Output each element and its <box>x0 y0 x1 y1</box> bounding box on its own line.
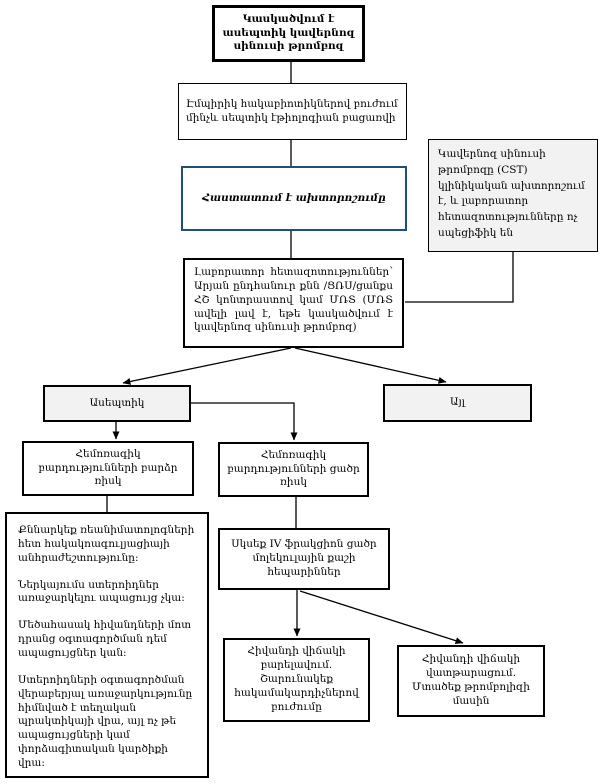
connector-note-to-lab <box>405 252 514 303</box>
patient-improvement-box: Հիվանդի վիճակի բարելավում. Շարունակեք հա… <box>223 638 370 722</box>
guidance-paragraph-2: Ներկայումս ստերոիդներ առաջարկելու ապացու… <box>18 578 185 605</box>
suspected-cst-box: Կասկածվում է ասեպտիկ կավերնոզ սինուսի թր… <box>212 5 365 62</box>
patient-improvement-text: Հիվանդի վիճակի բարելավում. Շարունակեք հա… <box>234 645 359 713</box>
guidance-paragraph-3: Մեծահասակ հիվանդների մոտ դրանց օգտագործմ… <box>18 619 191 660</box>
patient-deterioration-text: Հիվանդի վիճակի վատթարացում. Մտածեք թրոմբ… <box>412 653 530 707</box>
confirm-diagnosis-text: Հաստատում է ախտորոշումը <box>202 191 386 204</box>
start-heparin-text: Սկսեք IV ֆրակցիոն ցածր մոլեկուլային քաշի… <box>231 538 377 578</box>
connector-aseptic-to-lowrisk <box>191 402 298 441</box>
lab-tests-text: Լաբորատոր հետազոտություններ՝ Արյան ընդհա… <box>194 266 393 334</box>
empiric-antibiotics-text: Էմպիրիկ հակաբիոտիկներով բուժում մինչև սե… <box>186 97 398 124</box>
connector-lab-to-aseptic <box>122 347 292 385</box>
high-hemorrhage-risk-box: Հեմոռագիկ բարդությունների բարձր ռիսկ <box>22 441 194 496</box>
branch-other-label: Այլ <box>450 396 465 409</box>
connector-heparin-to-deterioration <box>299 590 464 645</box>
high-hemorrhage-risk-text: Հեմոռագիկ բարդությունների բարձր ռիսկ <box>38 447 178 488</box>
confirm-diagnosis-box: Հաստատում է ախտորոշումը <box>181 166 407 231</box>
branch-aseptic-label: Ասեպտիկ <box>89 396 145 409</box>
patient-deterioration-box: Հիվանդի վիճակի վատթարացում. Մտածեք թրոմբ… <box>397 645 545 717</box>
connector-lab-to-other <box>294 347 447 384</box>
low-hemorrhage-risk-box: Հեմոռագիկ բարդությունների ցածր ռիսկ <box>218 442 369 497</box>
low-hemorrhage-risk-text: Հեմոռագիկ բարդությունների ցածր ռիսկ <box>227 448 360 489</box>
anticoagulation-guidance-box: Քննարկեք ռեանիմատոլոգների հետ հակակոագու… <box>5 512 209 778</box>
suspected-cst-text: Կասկածվում է ասեպտիկ կավերնոզ սինուսի թր… <box>222 12 355 53</box>
cst-clinical-note-text: Կավերնոզ սինուսի թրոմբոզը (CST) կլինիկակ… <box>438 148 585 239</box>
cst-clinical-note-box: Կավերնոզ սինուսի թրոմբոզը (CST) կլինիկակ… <box>428 139 598 252</box>
branch-aseptic-box: Ասեպտիկ <box>43 385 191 422</box>
empiric-antibiotics-box: Էմպիրիկ հակաբիոտիկներով բուժում մինչև սե… <box>178 83 407 140</box>
guidance-paragraph-1: Քննարկեք ռեանիմատոլոգների հետ հակակոագու… <box>18 524 195 564</box>
branch-other-box: Այլ <box>383 384 532 422</box>
guidance-paragraph-4: Ստերոիդների օգտագործման վերաբերյալ առաջա… <box>18 673 193 770</box>
lab-tests-box: Լաբորատոր հետազոտություններ՝ Արյան ընդհա… <box>183 258 404 348</box>
start-heparin-box: Սկսեք IV ֆրակցիոն ցածր մոլեկուլային քաշի… <box>218 528 390 590</box>
